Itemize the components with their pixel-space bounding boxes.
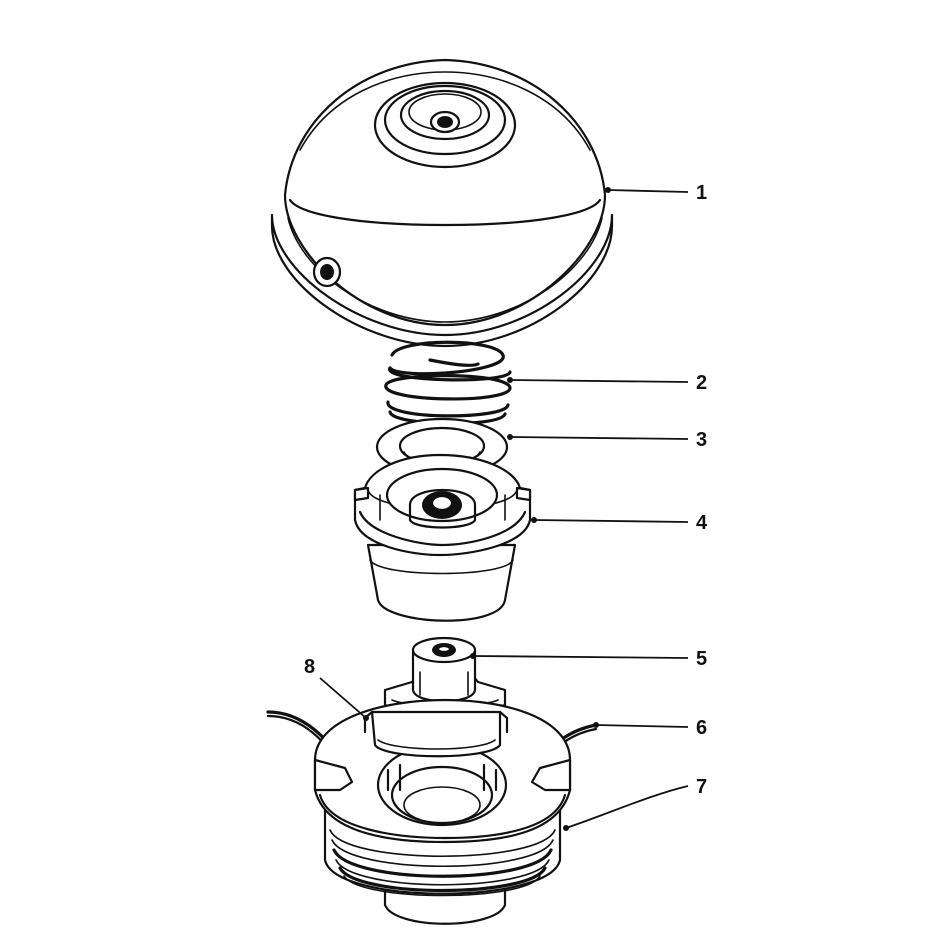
callout-label-1: 1 [696,182,707,204]
callout-label-3: 3 [696,429,707,451]
callout-label-8: 8 [304,656,315,678]
part-1-cover [270,58,614,348]
callout-label-5: 5 [696,648,707,670]
callout-label-6: 6 [696,717,707,739]
part-2-spring [384,340,512,426]
callout-label-2: 2 [696,372,707,394]
callout-label-4: 4 [696,512,708,534]
callout-labels: 1 2 3 4 5 6 7 8 [304,182,708,798]
callout-label-7: 7 [696,776,707,798]
part-4-cup [353,453,532,622]
part-8-retainer [363,710,509,758]
callout-leaders [319,187,689,831]
